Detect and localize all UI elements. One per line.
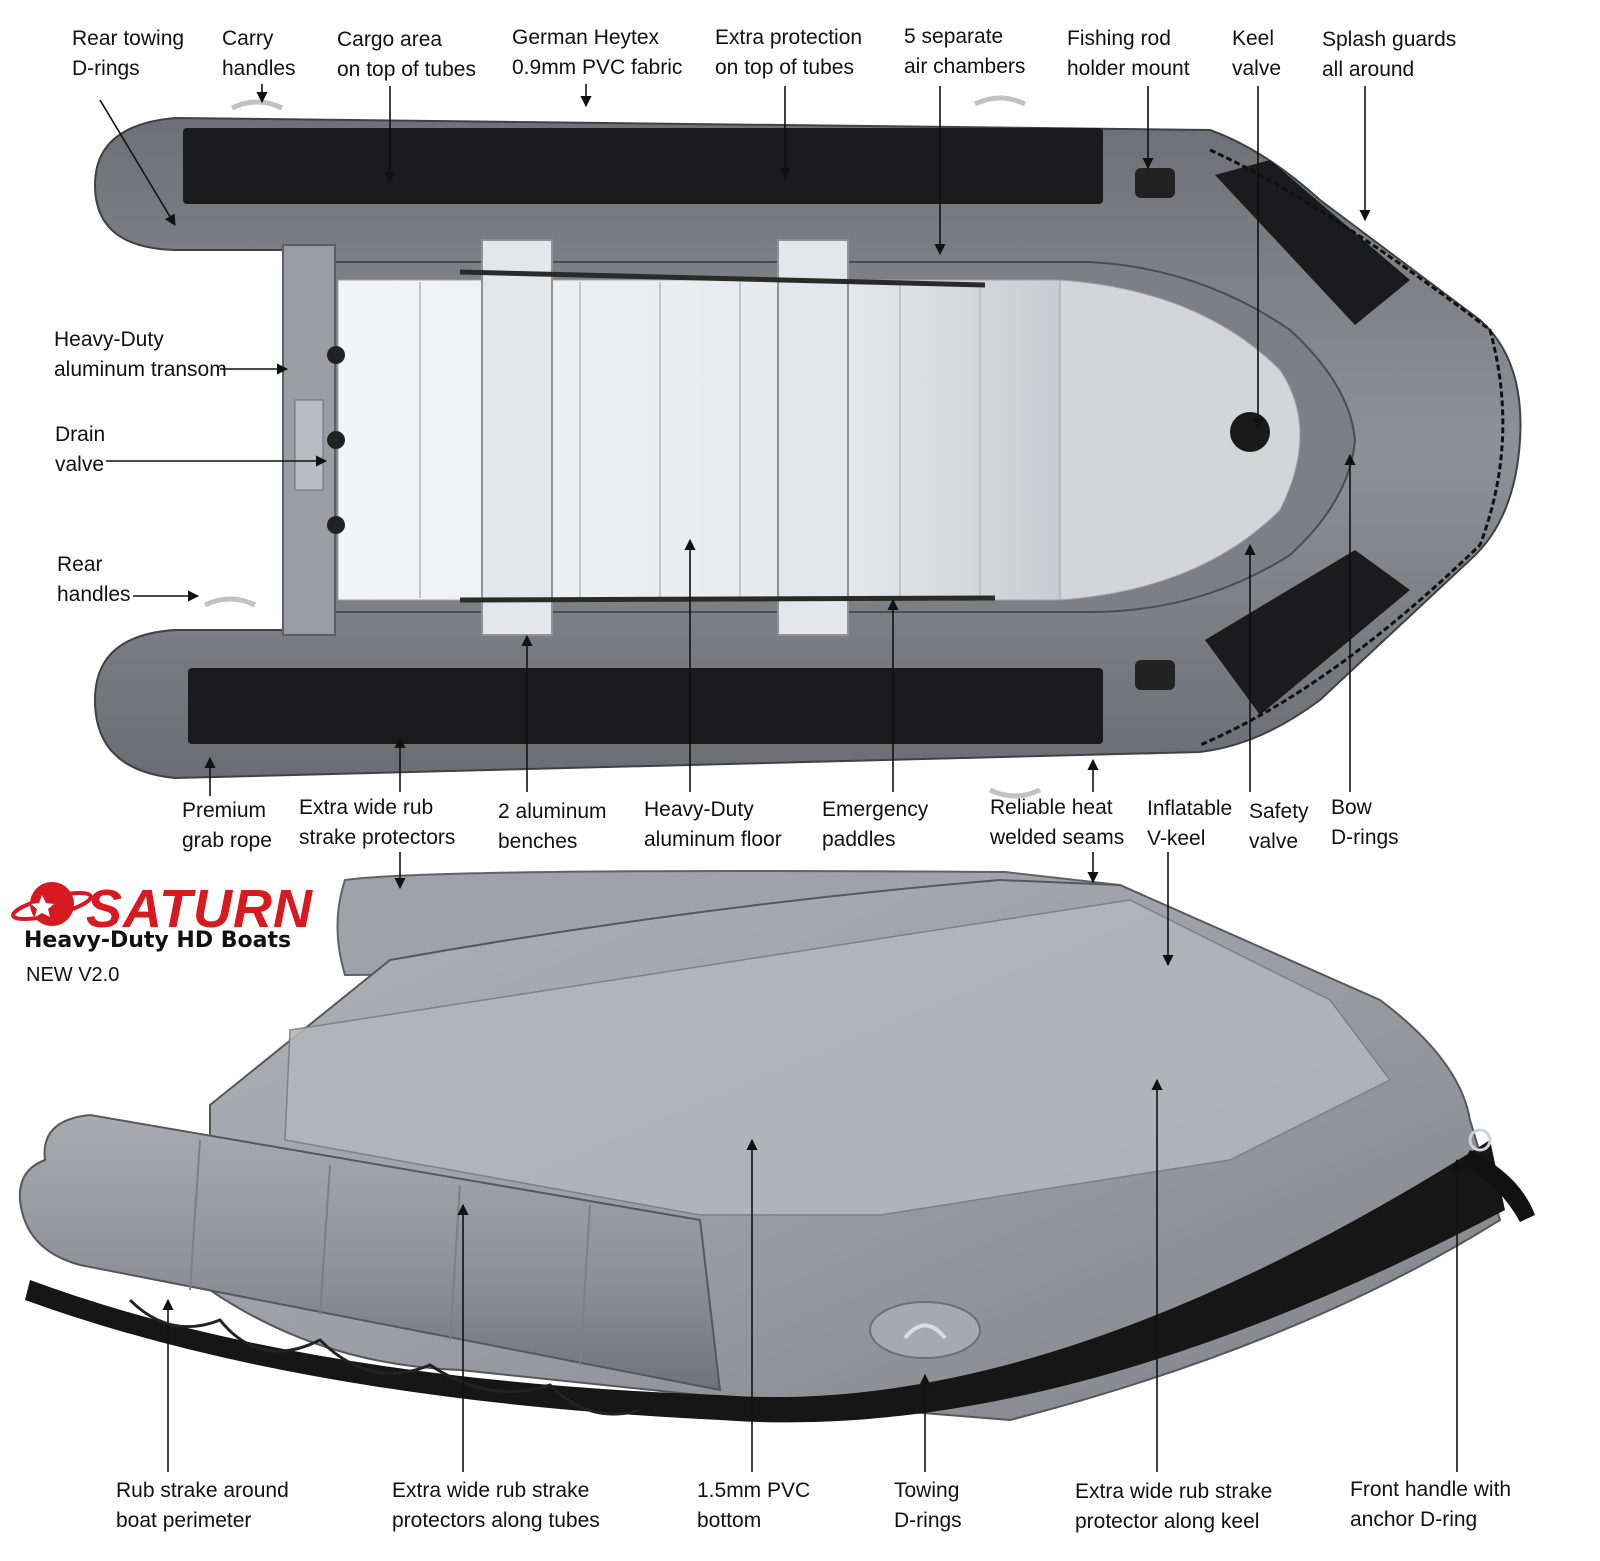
- top-strip-lower: [188, 668, 1103, 744]
- top-floor-bow: [1059, 279, 1301, 601]
- bottom-side-tube: [18, 1113, 722, 1392]
- fishing-rod-holder-top: [1135, 168, 1175, 198]
- carry-handle-top: [230, 99, 284, 111]
- top-view-boat: [93, 95, 1522, 799]
- bottom-black-rub-strake: [25, 1140, 1505, 1423]
- transom-knob-1: [327, 346, 345, 364]
- carry-handle-bottom: [988, 787, 1042, 799]
- top-aluminum-floor: [337, 279, 1061, 601]
- towing-dring-patch: [869, 1301, 981, 1359]
- bench-2: [777, 239, 849, 636]
- brand-name: SATURN: [86, 879, 313, 939]
- fishing-rod-holder-bottom: [1135, 660, 1175, 690]
- paddle-bottom: [459, 595, 996, 603]
- carry-handle-right: [973, 95, 1027, 107]
- keel-valve: [1230, 412, 1270, 452]
- grab-rope: [1199, 148, 1505, 747]
- bench-1: [481, 239, 553, 636]
- drain-valve-plate: [294, 399, 324, 491]
- bow-strip-upper: [1215, 160, 1410, 325]
- paddle-top: [459, 269, 986, 288]
- towing-dring: [903, 1323, 947, 1340]
- brand-subtitle: Heavy-Duty HD Boats: [24, 928, 292, 953]
- anchor-dring: [1468, 1128, 1492, 1152]
- brand-version: NEW V2.0: [26, 964, 120, 986]
- transom-knob-3: [327, 516, 345, 534]
- bottom-keel-panel: [284, 899, 1392, 1216]
- front-handle: [1462, 1150, 1535, 1222]
- bow-strip-lower: [1205, 550, 1410, 715]
- bottom-view-boat: [18, 870, 1535, 1423]
- saturn-logo-icon: [11, 882, 93, 926]
- top-strip-upper: [183, 128, 1103, 204]
- rear-handle-lower: [203, 596, 257, 608]
- leader-lines: [99, 84, 1463, 1472]
- bottom-grab-rope: [128, 1298, 641, 1416]
- transom-knob-2: [327, 431, 345, 449]
